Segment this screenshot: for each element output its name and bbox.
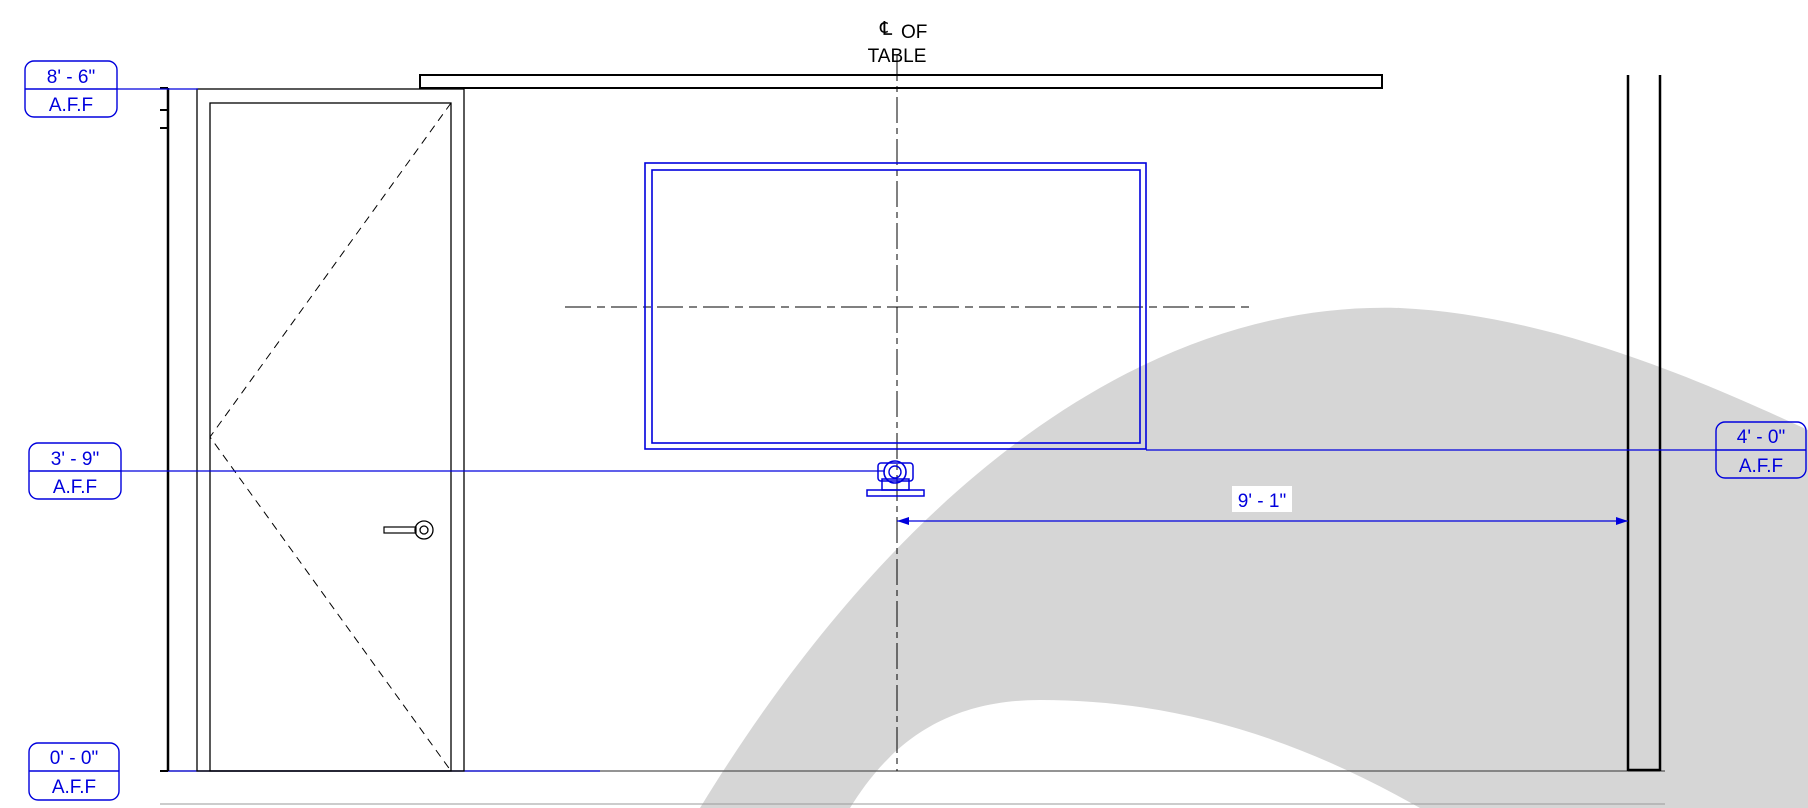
camera-icon: [866, 460, 925, 497]
centerline-symbol: ℄: [879, 19, 893, 40]
display-screen: [644, 162, 1147, 450]
elevation-value-display-bottom: 4' - 0": [1737, 427, 1785, 448]
elevation-value-floor: 0' - 0": [50, 748, 98, 769]
centerline-label-line2: TABLE: [868, 46, 927, 67]
left-wall: [160, 87, 170, 772]
door: [196, 88, 465, 772]
right-wall: [1626, 75, 1662, 772]
elevation-ref-display-bottom: A.F.F: [1739, 456, 1783, 477]
dimension-label: 9' - 1": [1238, 491, 1286, 512]
elevation-tag-floor: 0' - 0" A.F.F: [28, 742, 120, 801]
centerline-label-line1: OF: [901, 22, 927, 43]
watermark-graphic: [700, 307, 1808, 808]
elevation-leaders: [117, 88, 1716, 472]
elevation-tag-camera: 3' - 9" A.F.F: [28, 442, 122, 500]
elevation-tag-top: 8' - 6" A.F.F: [24, 60, 118, 118]
elevation-ref-camera: A.F.F: [53, 477, 97, 498]
centerline-label: ℄ OF TABLE: [868, 19, 928, 67]
table-top: [419, 74, 1383, 89]
elevation-tag-display-bottom: 4' - 0" A.F.F: [1715, 421, 1807, 479]
elevation-value-camera: 3' - 9": [51, 449, 99, 470]
elevation-value-top: 8' - 6": [47, 67, 95, 88]
door-handle: [383, 520, 434, 540]
elevation-ref-top: A.F.F: [49, 95, 93, 116]
elevation-ref-floor: A.F.F: [52, 777, 96, 798]
dimension-line: [897, 486, 1628, 525]
